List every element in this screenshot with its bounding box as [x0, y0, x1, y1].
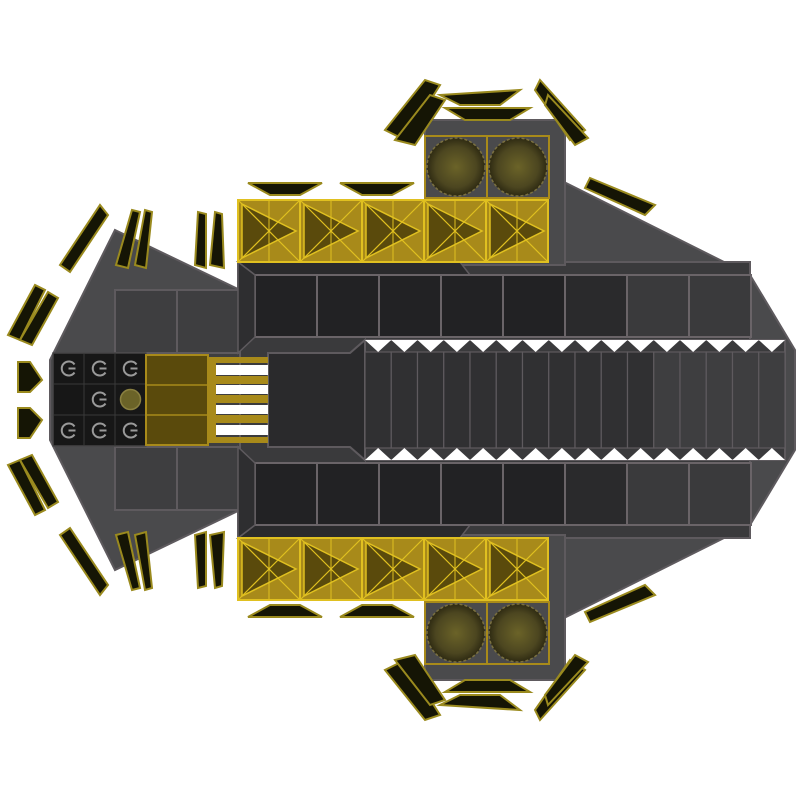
- spike-column: [364, 340, 392, 460]
- spike-column: [705, 340, 734, 460]
- thruster-fin-icon: [393, 653, 447, 707]
- armor-block-icon: [299, 199, 363, 263]
- gold-armor-top: [237, 199, 549, 263]
- thruster-fin-icon: [6, 283, 47, 342]
- thruster-fin-icon: [6, 458, 47, 517]
- spike-column: [731, 340, 760, 460]
- weapon-mount: [145, 354, 209, 446]
- armor-block-icon: [485, 199, 549, 263]
- armor-block-icon: [299, 537, 363, 601]
- weapon-barrels: [208, 357, 268, 443]
- power-icon: [122, 422, 138, 439]
- armor-block-icon: [423, 199, 487, 263]
- thruster-fin-icon: [441, 679, 534, 693]
- thruster-fin-icon: [133, 530, 154, 592]
- thruster-fin-icon: [114, 208, 142, 270]
- thruster-fin-icon: [133, 208, 154, 270]
- thruster-fin-icon: [543, 93, 590, 147]
- thruster-fin-icon: [17, 361, 44, 393]
- power-icon: [60, 422, 76, 439]
- thruster-fin-icon: [247, 604, 323, 618]
- spike-column: [653, 340, 681, 460]
- thruster-fins: [6, 78, 657, 722]
- armor-block-icon: [361, 199, 425, 263]
- spike-column: [390, 340, 419, 460]
- central-bay: [267, 337, 786, 463]
- spike-column: [626, 340, 655, 460]
- spike-column: [521, 340, 550, 460]
- power-icon: [122, 360, 138, 377]
- armor-block-icon: [485, 537, 549, 601]
- reactor-icon: [488, 137, 548, 197]
- reactor-icon: [488, 603, 548, 663]
- reactor-icon: [426, 603, 486, 663]
- spike-column: [600, 340, 629, 460]
- power-icon: [60, 360, 76, 377]
- armor-block-icon: [237, 199, 301, 263]
- thruster-fin-icon: [114, 530, 142, 592]
- thruster-fin-icon: [583, 583, 657, 624]
- thruster-fin-icon: [583, 176, 657, 217]
- thruster-fin-icon: [18, 453, 60, 510]
- thruster-fin-icon: [339, 182, 415, 196]
- gold-armor-bottom: [237, 537, 549, 601]
- armor-block-icon: [423, 537, 487, 601]
- armor-block-icon: [237, 537, 301, 601]
- reactor-cluster-bottom: [424, 601, 550, 665]
- spike-column: [679, 340, 707, 460]
- spike-columns: [364, 340, 786, 460]
- thruster-fin-icon: [208, 530, 226, 590]
- thruster-fin-icon: [18, 290, 60, 347]
- thruster-fin-icon: [58, 203, 110, 274]
- spike-column: [495, 340, 524, 460]
- thruster-fin-icon: [441, 107, 534, 121]
- spike-column: [443, 340, 471, 460]
- power-icon: [91, 422, 107, 439]
- power-icon: [91, 391, 107, 408]
- thruster-fin-icon: [436, 88, 524, 106]
- thruster-fin-icon: [543, 653, 590, 707]
- thruster-fin-icon: [208, 210, 226, 270]
- spike-column: [758, 340, 786, 460]
- thruster-fin-icon: [193, 210, 207, 270]
- spike-column: [574, 340, 602, 460]
- thruster-fin-icon: [393, 93, 447, 147]
- thruster-fin-icon: [436, 694, 524, 712]
- thruster-fin-icon: [339, 604, 415, 618]
- armor-row-lower: [235, 445, 752, 540]
- armor-block-icon: [361, 537, 425, 601]
- reactor-icon: [119, 388, 142, 411]
- core-module-grid: [52, 352, 268, 447]
- thruster-fin-icon: [58, 526, 110, 597]
- thruster-fin-icon: [247, 182, 323, 196]
- spike-column: [548, 340, 576, 460]
- spike-column: [469, 340, 497, 460]
- spike-column: [416, 340, 445, 460]
- reactor-cluster-top: [424, 135, 550, 199]
- thruster-fin-icon: [193, 530, 207, 590]
- armor-row-upper: [235, 260, 752, 355]
- power-icon: [91, 360, 107, 377]
- thruster-fin-icon: [17, 407, 44, 439]
- reactor-icon: [426, 137, 486, 197]
